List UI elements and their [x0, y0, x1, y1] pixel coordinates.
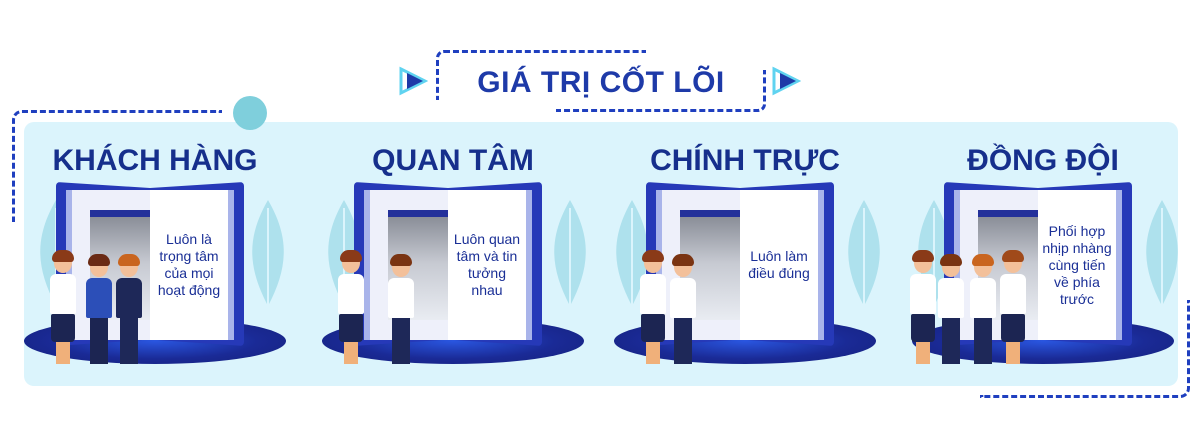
- play-arrow-icon: [772, 66, 801, 96]
- value-card-khach-hang: KHÁCH HÀNG Luôn là trọng tâm của mọi hoạ…: [10, 122, 300, 386]
- decorative-dashed-frame-right: [980, 300, 1190, 398]
- staff-man-figure: [670, 254, 696, 364]
- title-dashed-border-top: [436, 50, 646, 100]
- staff-woman-figure: [338, 250, 364, 364]
- staff-woman-figure: [50, 250, 76, 364]
- staff-woman-figure: [1000, 250, 1026, 364]
- value-description: Luôn làm điều đúng: [748, 248, 810, 281]
- title-dashed-border-bottom: [556, 70, 766, 112]
- value-card-quan-tam: QUAN TÂM Luôn quan tâm và tin tưởng nhau: [308, 122, 598, 386]
- staff-woman-figure: [640, 250, 666, 364]
- value-description: Luôn là trọng tâm của mọi hoạt động: [157, 231, 221, 298]
- page-title: GIÁ TRỊ CỐT LÕI: [477, 66, 725, 99]
- value-title: QUAN TÂM: [372, 144, 534, 177]
- leaf-icon: [616, 200, 648, 306]
- section-header: GIÁ TRỊ CỐT LÕI: [436, 50, 766, 112]
- value-title: KHÁCH HÀNG: [52, 144, 258, 177]
- staff-man-figure: [388, 254, 414, 364]
- leaf-icon: [252, 200, 284, 306]
- play-arrow-icon: [399, 66, 428, 96]
- leaf-icon: [1146, 200, 1178, 306]
- value-title: ĐỒNG ĐỘI: [967, 144, 1119, 177]
- decorative-dashed-frame-left: [12, 110, 222, 222]
- leaf-icon: [554, 200, 586, 306]
- value-title: CHÍNH TRỰC: [650, 144, 840, 177]
- decorative-circle: [233, 96, 267, 130]
- leaf-icon: [848, 200, 880, 306]
- staff-woman-figure: [910, 250, 936, 364]
- value-description: Phối hợp nhịp nhàng cùng tiến về phía tr…: [1042, 222, 1112, 307]
- open-book: Luôn là trọng tâm của mọi hoạt động: [56, 182, 244, 352]
- customer-woman-figure: [86, 254, 112, 364]
- staff-man-figure: [970, 254, 996, 364]
- staff-man-figure: [938, 254, 964, 364]
- customer-man-figure: [116, 254, 142, 364]
- value-card-dong-doi: ĐỒNG ĐỘI Phối hợp nhịp nhàng cùng tiến v…: [898, 122, 1188, 386]
- value-card-chinh-truc: CHÍNH TRỰC Luôn làm điều đúng: [600, 122, 890, 386]
- value-description: Luôn quan tâm và tin tưởng nhau: [453, 231, 521, 298]
- open-book: Luôn quan tâm và tin tưởng nhau: [354, 182, 542, 352]
